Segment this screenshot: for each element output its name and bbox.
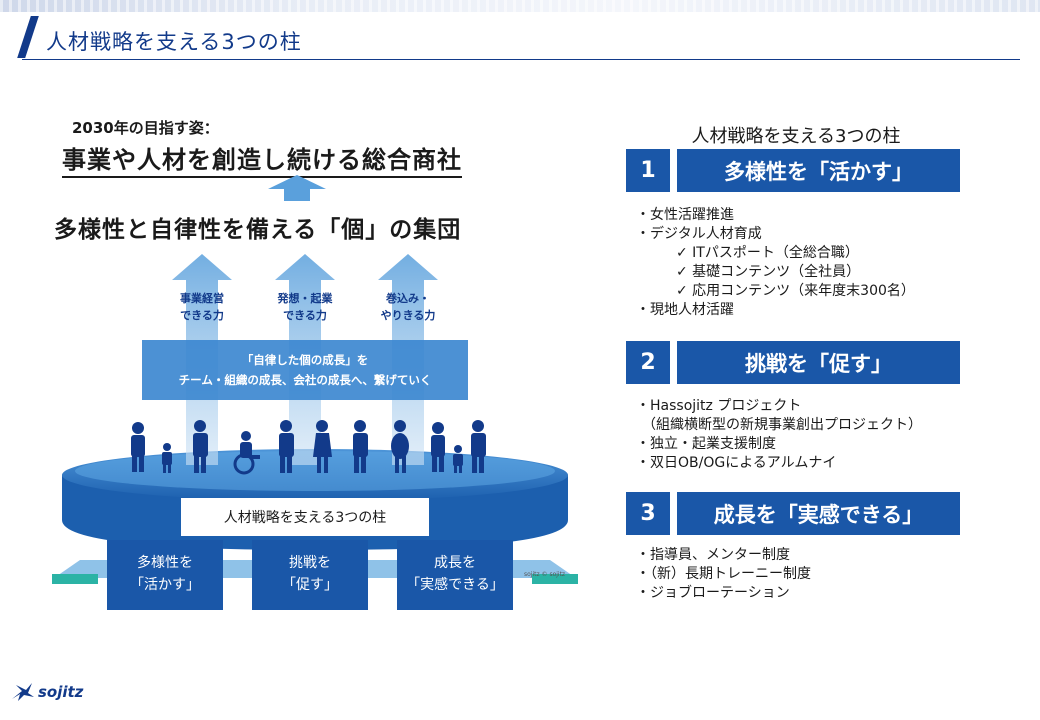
pillar-3-number: 3 <box>626 492 670 535</box>
growth-band-text: 「自律した個の成長」を チーム・組織の成長、会社の成長へ、繋げていく <box>178 353 432 387</box>
collective-statement: 多様性と自律性を備える「個」の集団 <box>54 217 462 243</box>
growth-band <box>142 340 468 400</box>
pillar-challenge: 挑戦を 「促す」 <box>252 540 368 610</box>
list-item: ・指導員、メンター制度 <box>636 547 790 563</box>
up-arrow-icon <box>268 175 326 201</box>
list-item: ・独立・起業支援制度 <box>636 436 776 452</box>
list-item: ・デジタル人材育成 <box>636 226 762 242</box>
logo-text: sojitz <box>38 683 84 701</box>
pillar-1-number: 1 <box>626 149 670 192</box>
panel-header: 人材戦略を支える3つの柱 <box>691 126 901 147</box>
goal-statement: 事業や人材を創造し続ける総合商社 <box>62 140 462 178</box>
list-item: ・女性活躍推進 <box>636 207 734 223</box>
list-item: ✓ 応用コンテンツ（来年度末300名） <box>676 283 915 299</box>
pillar-2-title: 挑戦を「促す」 <box>677 341 960 384</box>
platform-label: 人材戦略を支える3つの柱 <box>181 498 429 536</box>
people-group <box>131 420 486 475</box>
goal-label: 2030年の目指す姿： <box>72 119 219 137</box>
pillar-growth: 成長を 「実感できる」 <box>397 540 513 610</box>
list-item: ・現地人材活躍 <box>636 302 734 318</box>
list-item: ✓ ITパスポート（全総合職） <box>676 245 859 261</box>
list-item: （組織横断型の新規事業創出プロジェクト） <box>642 417 922 433</box>
list-item: ・双日OB/OGによるアルムナイ <box>636 455 837 471</box>
pillar-1-title: 多様性を「活かす」 <box>677 149 960 192</box>
arrow-label-idea: 発想・起業 できる力 <box>277 292 333 322</box>
strategy-illustration <box>52 254 578 584</box>
list-item: ・ジョブローテーション <box>636 585 790 601</box>
pillar-2-bullets: ・Hassojitz プロジェクト （組織横断型の新規事業創出プロジェクト） ・… <box>636 397 922 473</box>
floor-accent-right <box>532 574 578 584</box>
company-logo: sojitz <box>10 681 83 703</box>
page-title: 人材戦略を支える3つの柱 <box>46 30 302 54</box>
list-item: ・Hassojitz プロジェクト <box>636 398 802 414</box>
list-item: ✓ 基礎コンテンツ（全社員） <box>676 264 861 280</box>
pillar-1-bullets: ・女性活躍推進 ・デジタル人材育成 ✓ ITパスポート（全総合職） ✓ 基礎コン… <box>636 206 915 320</box>
pillar-diversity: 多様性を 「活かす」 <box>107 540 223 610</box>
arrow-label-involve: 巻込み・ やりきる力 <box>380 292 436 322</box>
illustration-credit: sojitz © sojitz <box>524 571 566 578</box>
title-underline <box>22 59 1020 60</box>
pillar-2-number: 2 <box>626 341 670 384</box>
floor-accent-left <box>52 574 98 584</box>
pillar-3-bullets: ・指導員、メンター制度 ・（新）長期トレーニー制度 ・ジョブローテーション <box>636 546 811 603</box>
title-accent-bar <box>17 16 39 58</box>
sojitz-logo-icon <box>12 683 34 701</box>
top-decorative-band <box>0 0 1040 12</box>
pillar-3-title: 成長を「実感できる」 <box>677 492 960 535</box>
arrow-label-business: 事業経営 できる力 <box>180 292 224 322</box>
list-item: ・（新）長期トレーニー制度 <box>636 566 811 582</box>
